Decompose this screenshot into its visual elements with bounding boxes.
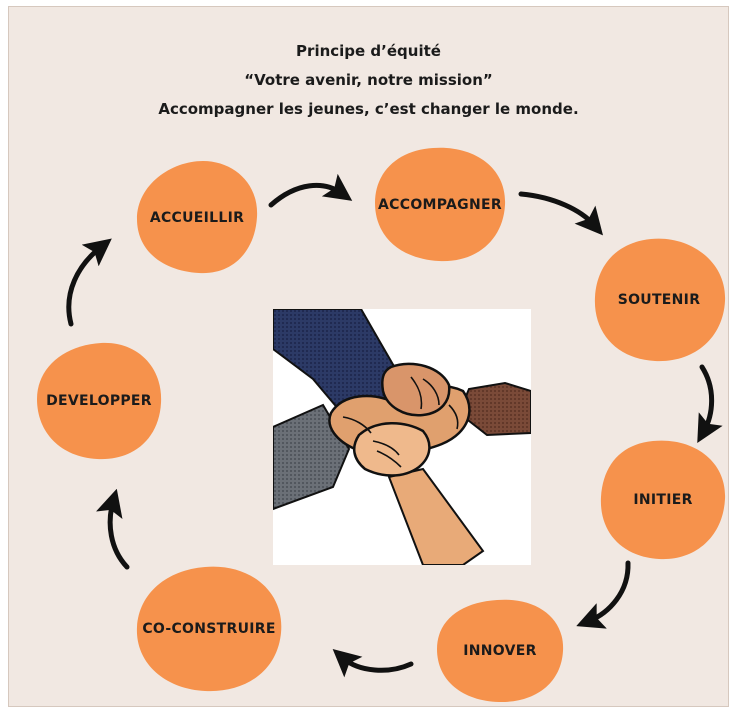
arrow-accueillir-to-accompagner <box>268 173 353 208</box>
blob-shape <box>437 599 564 703</box>
cycle-step-accueillir: ACCUEILLIR <box>133 159 261 277</box>
cycle-step-soutenir: SOUTENIR <box>589 235 728 365</box>
blob-shape <box>594 238 726 362</box>
cycle-step-accompagner: ACCOMPAGNER <box>371 145 509 265</box>
arrow-accompagner-to-soutenir <box>518 191 604 236</box>
cycle-step-label: ACCOMPAGNER <box>378 197 502 213</box>
cycle-step-label: INITIER <box>633 492 693 508</box>
blob-shape <box>137 161 258 274</box>
cycle-step-label: CO-CONSTRUIRE <box>142 621 276 637</box>
cycle-step-developper: DEVELOPPER <box>33 339 165 463</box>
cycle-step-label: INNOVER <box>463 643 537 659</box>
cycle-step-innover: INNOVER <box>433 597 567 705</box>
cycle-arrows <box>66 173 723 678</box>
blob-shape <box>600 440 726 560</box>
cycle-step-initier: INITIER <box>597 437 728 563</box>
blob-shape <box>136 566 282 692</box>
arrow-innover-to-co-construire <box>332 648 414 678</box>
header-title: Principe d’équité <box>296 42 441 60</box>
header-slogan: “Votre avenir, notre mission” <box>244 71 493 89</box>
arrow-developper-to-accueillir <box>66 238 112 327</box>
cycle-step-label: SOUTENIR <box>617 292 701 308</box>
blob-shape <box>375 147 506 262</box>
arrow-co-construire-to-developper <box>96 488 130 570</box>
blob-shape <box>37 342 162 460</box>
arrow-initier-to-innover <box>576 560 631 629</box>
header-tagline: Accompagner les jeunes, c’est changer le… <box>158 100 579 118</box>
cycle-step-label: ACCUEILLIR <box>149 210 245 226</box>
cycle-step-co-construire: CO-CONSTRUIRE <box>131 563 287 695</box>
arrow-soutenir-to-initier <box>697 364 723 443</box>
diagram-canvas: Principe d’équité “Votre avenir, notre m… <box>8 6 729 707</box>
cycle-step-label: DEVELOPPER <box>46 393 152 409</box>
stacked-hands-illustration <box>273 309 531 565</box>
header: Principe d’équité “Votre avenir, notre m… <box>9 37 728 124</box>
